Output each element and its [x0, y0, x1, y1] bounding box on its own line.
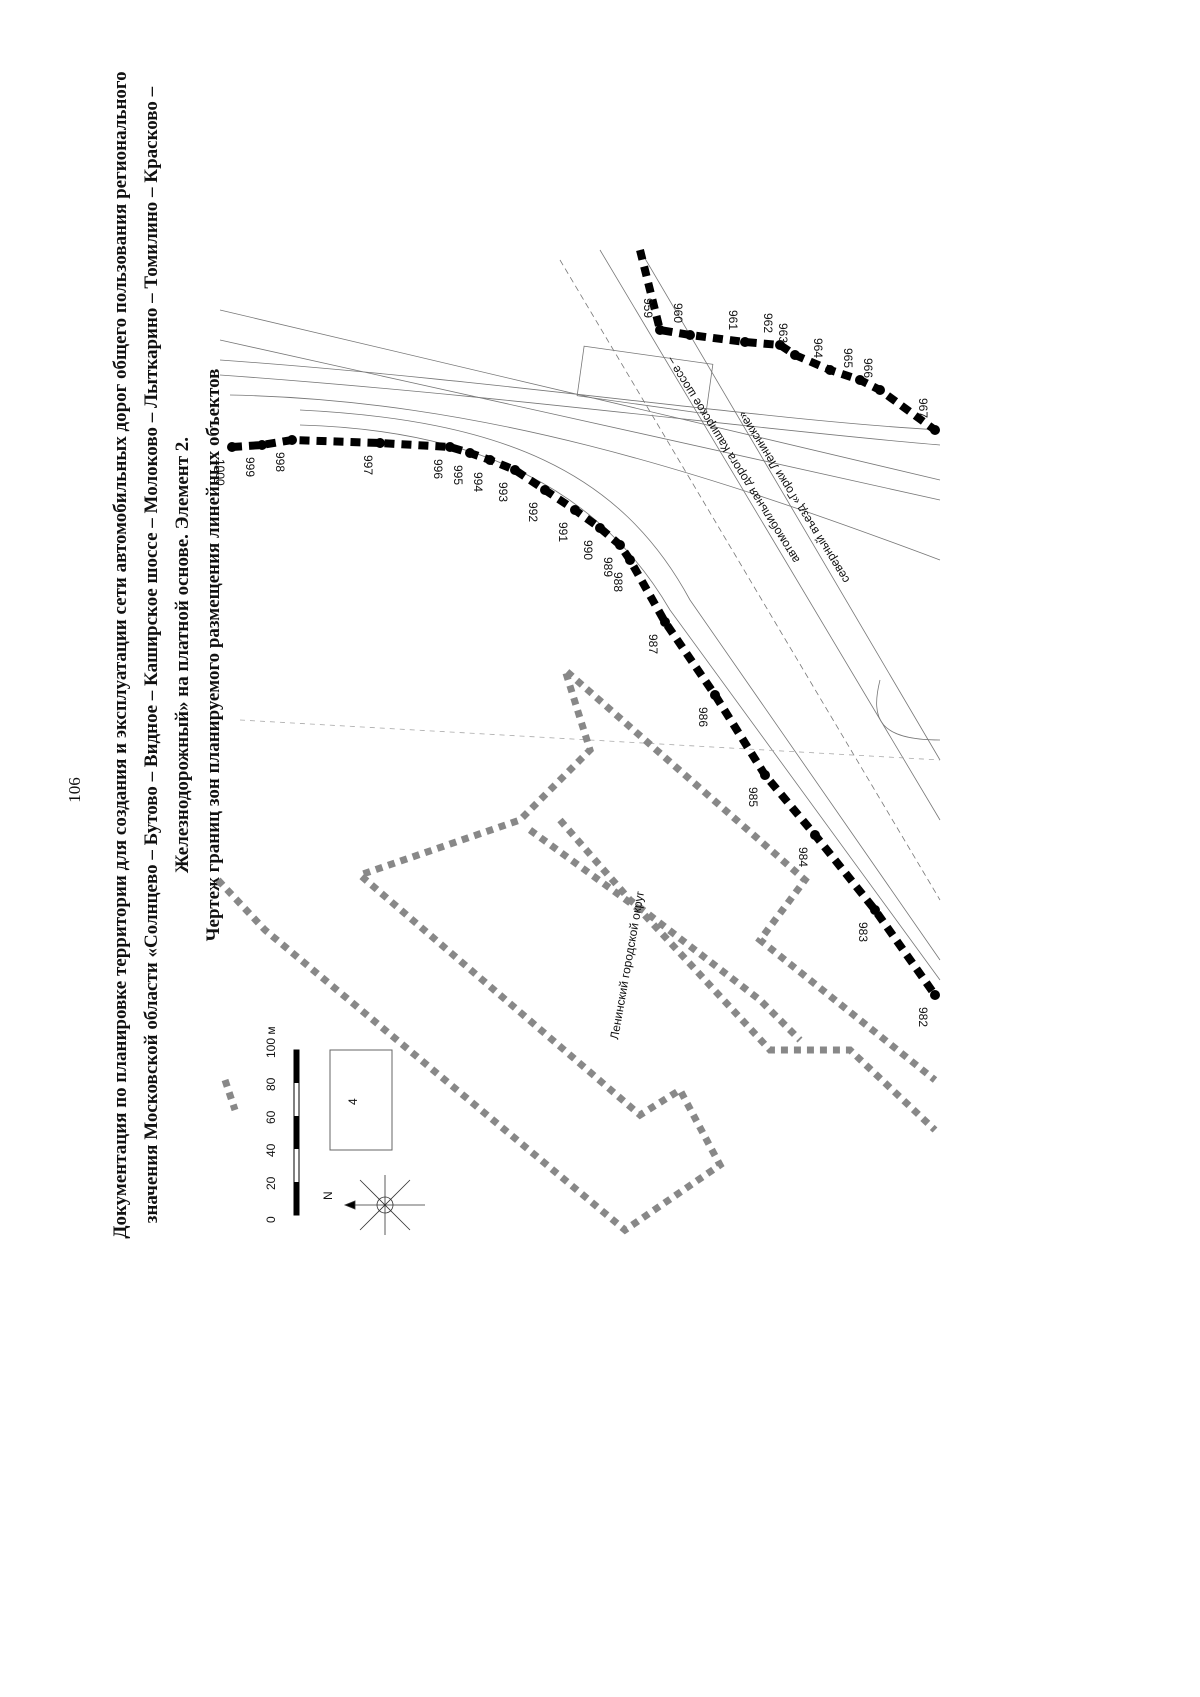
- boundary-point: [855, 375, 865, 385]
- boundary-point-label: 984: [796, 847, 810, 867]
- boundary-point-label: 961: [726, 310, 740, 330]
- boundary-point: [595, 523, 605, 533]
- boundary-point-label: 967: [916, 398, 930, 418]
- boundary-point-label: 963: [776, 323, 790, 343]
- boundary-point: [510, 465, 520, 475]
- road-label-line-1: автомобильная дорога Каширское шоссе –: [663, 354, 803, 566]
- boundary-point: [540, 485, 550, 495]
- boundary-point: [375, 438, 385, 448]
- boundary-point: [485, 455, 495, 465]
- sheet-index-box: 4: [329, 1049, 393, 1151]
- boundary-point-label: 989: [601, 557, 615, 577]
- boundary-point-label: 992: [526, 502, 540, 522]
- north-label: N: [321, 1191, 335, 1200]
- boundary-point: [740, 337, 750, 347]
- boundary-point-label: 995: [451, 465, 465, 485]
- boundary-point-label: 962: [761, 313, 775, 333]
- boundary-point: [775, 340, 785, 350]
- base-roads: [219, 249, 941, 981]
- boundary-point-label: 965: [841, 348, 855, 368]
- boundary-point: [445, 442, 455, 452]
- boundary-point-label: 990: [581, 540, 595, 560]
- boundary-point: [625, 555, 635, 565]
- boundary-point: [790, 350, 800, 360]
- boundary-point-label: 964: [811, 338, 825, 358]
- boundary-point: [660, 617, 670, 627]
- boundary-point: [760, 770, 770, 780]
- boundary-point: [710, 690, 720, 700]
- scale-tick-label: 40: [264, 1143, 278, 1157]
- boundary-point: [870, 905, 880, 915]
- boundary-point-label: 993: [496, 482, 510, 502]
- route-a-boundary: [231, 435, 939, 998]
- boundary-point-label: 959: [641, 298, 655, 318]
- boundary-point: [465, 448, 475, 458]
- boundary-point-label: 988: [611, 572, 625, 592]
- scale-tick-label: 0: [264, 1216, 278, 1223]
- boundary-point: [570, 505, 580, 515]
- boundary-point: [875, 385, 885, 395]
- boundary-point-label: 1000: [213, 459, 227, 486]
- scale-bar: 0 20 40 60 80 100 м: [264, 1026, 300, 1223]
- boundary-point-label: 985: [746, 787, 760, 807]
- boundary-point: [685, 330, 695, 340]
- boundary-point: [227, 442, 237, 452]
- boundary-point-label: 982: [916, 1007, 930, 1027]
- scale-tick-label: 100 м: [264, 1026, 278, 1058]
- boundary-point-label: 996: [431, 459, 445, 479]
- scale-tick-label: 20: [264, 1176, 278, 1190]
- route-b-boundary: [636, 249, 938, 434]
- boundary-point-label: 960: [671, 303, 685, 323]
- boundary-point-label: 983: [856, 922, 870, 942]
- boundary-point: [655, 325, 665, 335]
- boundary-point-label: 994: [471, 472, 485, 492]
- scale-tick-label: 80: [264, 1077, 278, 1091]
- north-arrow-icon: N: [321, 1175, 425, 1235]
- scale-tick-label: 60: [264, 1110, 278, 1124]
- zone-boundaries: [215, 659, 938, 1235]
- boundary-point-label: 966: [861, 358, 875, 378]
- boundary-point-label: 987: [646, 634, 660, 654]
- boundary-point: [930, 425, 940, 435]
- boundary-point-label: 986: [696, 707, 710, 727]
- district-label: Ленинский городской округ: [607, 889, 647, 1040]
- boundary-point: [825, 365, 835, 375]
- sheet-number: 4: [346, 1098, 360, 1105]
- boundary-point: [257, 440, 267, 450]
- boundary-point: [930, 990, 940, 1000]
- boundary-point: [615, 540, 625, 550]
- boundary-point-label: 991: [556, 522, 570, 542]
- boundary-point-label: 999: [243, 457, 257, 477]
- boundary-point: [810, 830, 820, 840]
- boundary-point: [287, 435, 297, 445]
- boundary-point-label: 998: [273, 452, 287, 472]
- boundary-point-label: 997: [361, 455, 375, 475]
